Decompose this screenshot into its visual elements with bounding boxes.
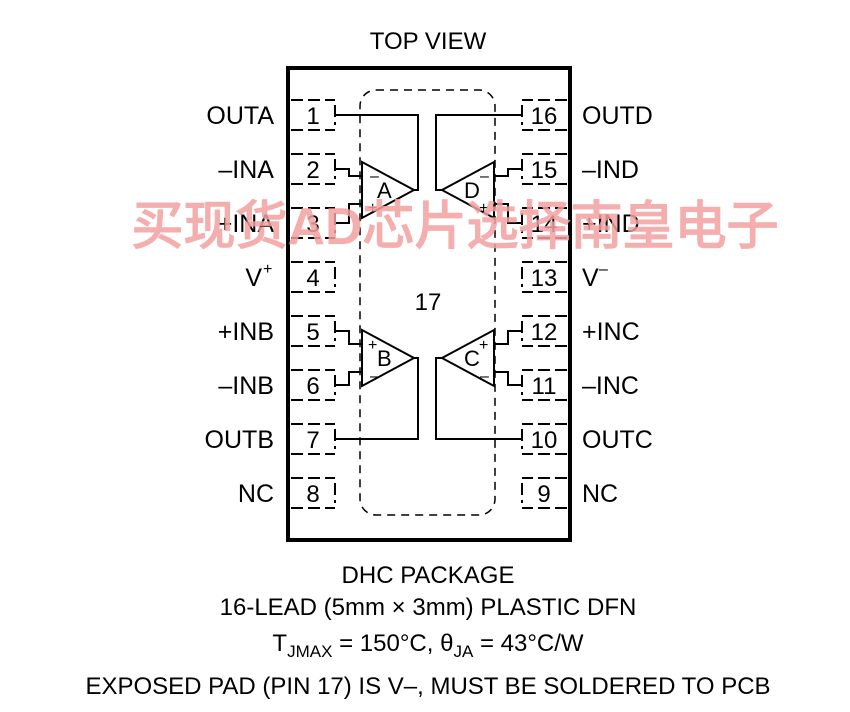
amplifier-a-output-wire (336, 114, 419, 191)
pin-9-number: 9 (537, 481, 550, 508)
amplifier-b-triangle (361, 328, 417, 388)
pin-9: 9 NC (521, 477, 618, 509)
caption-exposed-pad: EXPOSED PAD (PIN 17) IS V–, MUST BE SOLD… (85, 673, 770, 700)
amplifier-b-minus-sign: – (370, 368, 379, 385)
amplifier-b-neg-wire (336, 371, 362, 386)
amplifier-d-pos-wire (494, 203, 521, 224)
amplifier-a-minus-sign: – (370, 168, 379, 185)
pin-5: 5 +INB (218, 315, 336, 347)
caption-package: DHC PACKAGE (342, 562, 515, 589)
top-view-title: TOP VIEW (370, 28, 487, 55)
amplifier-d-plus-sign: + (479, 200, 488, 217)
pin-10-label: OUTC (582, 426, 653, 454)
pin-15-number: 15 (531, 157, 558, 184)
pin-7-label: OUTB (205, 426, 274, 454)
amplifier-d-minus-sign: – (480, 168, 489, 185)
pin-9-label: NC (582, 480, 618, 508)
pin-1-label: OUTA (206, 102, 274, 130)
caption-thermal: TJMAX = 150°C, θJA = 43°C/W (272, 630, 584, 661)
exposed-pad-number: 17 (415, 289, 442, 316)
amplifier-a-label: A (377, 178, 392, 203)
amplifier-a-plus-sign: + (368, 200, 377, 217)
pin-11-number: 11 (532, 373, 557, 400)
pin-13-number: 13 (531, 265, 558, 292)
amplifier-c-pos-wire (494, 330, 521, 345)
right-pins: 16 OUTD 15 –IND 14 +IND 13 V – 12 +INC 1… (521, 99, 653, 509)
pin-3-number: 3 (306, 211, 319, 238)
pin-4-label-v: V (245, 264, 262, 292)
amplifier-b-pos-wire (336, 330, 362, 345)
pin-10: 10 OUTC (521, 423, 653, 455)
pin-4-number: 4 (306, 265, 319, 292)
package-outline (286, 66, 572, 542)
pin-3-label: +INA (218, 210, 275, 238)
pin-8-number: 8 (306, 481, 319, 508)
pin-14-number: 14 (531, 211, 558, 238)
pin-14-label: +IND (582, 210, 640, 238)
exposed-pad-outline (359, 89, 496, 516)
pin-8-label: NC (238, 480, 274, 508)
pin-1: 1 OUTA (206, 99, 336, 131)
pin-1-number: 1 (306, 103, 319, 130)
amplifier-c-neg-wire (494, 371, 521, 386)
pin-5-number: 5 (306, 319, 319, 346)
pin-15: 15 –IND (521, 153, 639, 185)
pin-15-label: –IND (582, 156, 639, 184)
pin-16-number: 16 (531, 103, 558, 130)
amplifier-d-triangle (439, 160, 495, 220)
pin-4-label-plus-sup: + (263, 261, 272, 278)
pin-4: 4 V + (245, 261, 336, 293)
amplifier-a-neg-wire (336, 168, 362, 177)
watermark-text: 买现货AD芯片选择南皇电子 (131, 198, 778, 256)
pin-12-label: +INC (582, 318, 640, 346)
pin-13-label-v: V (582, 264, 599, 292)
amplifier-b-label: B (377, 346, 392, 371)
caption-lead: 16-LEAD (5mm × 3mm) PLASTIC DFN (220, 594, 637, 621)
pin-11: 11 –INC (521, 369, 639, 401)
pin-10-number: 10 (531, 427, 558, 454)
pin-6-label: –INB (218, 372, 274, 400)
pin-13: 13 V – (521, 261, 608, 293)
pin-7: 7 OUTB (205, 423, 336, 455)
pin-16-label: OUTD (582, 102, 653, 130)
pin-13-label-minus-sup: – (599, 261, 608, 278)
pin-2-label: –INA (218, 156, 274, 184)
pin-2-number: 2 (306, 157, 319, 184)
amplifier-c-output-wire (435, 357, 521, 440)
amplifier-b (336, 328, 419, 440)
amplifier-d-label: D (464, 178, 480, 203)
amplifier-b-plus-sign: + (368, 337, 377, 354)
pin-12: 12 +INC (521, 315, 640, 347)
amplifier-c-plus-sign: + (479, 337, 488, 354)
amplifier-a-triangle (361, 160, 417, 220)
amplifier-a (336, 114, 419, 224)
pin-12-number: 12 (531, 319, 558, 346)
pin-7-number: 7 (306, 427, 319, 454)
amplifier-c-label: C (464, 346, 480, 371)
amplifier-b-output-wire (336, 357, 419, 440)
pin-5-label: +INB (218, 318, 274, 346)
pin-6: 6 –INB (218, 369, 336, 401)
amplifier-c-minus-sign: – (480, 368, 489, 385)
amplifier-a-pos-wire (336, 203, 362, 224)
pin-11-label: –INC (582, 372, 639, 400)
amplifier-d-neg-wire (494, 168, 521, 177)
pin-16: 16 OUTD (521, 99, 653, 131)
amplifier-c (435, 328, 521, 440)
pin-6-number: 6 (306, 373, 319, 400)
pin-2: 2 –INA (218, 153, 336, 185)
amplifier-d-output-wire (435, 114, 521, 191)
amplifier-d (435, 114, 521, 224)
amplifier-c-triangle (439, 328, 495, 388)
left-pins: 1 OUTA 2 –INA 3 +INA 4 V + 5 +INB 6 –INB (205, 99, 336, 509)
pin-3: 3 +INA (218, 207, 336, 239)
pin-14: 14 +IND (521, 207, 640, 239)
pin-8: 8 NC (238, 477, 336, 509)
